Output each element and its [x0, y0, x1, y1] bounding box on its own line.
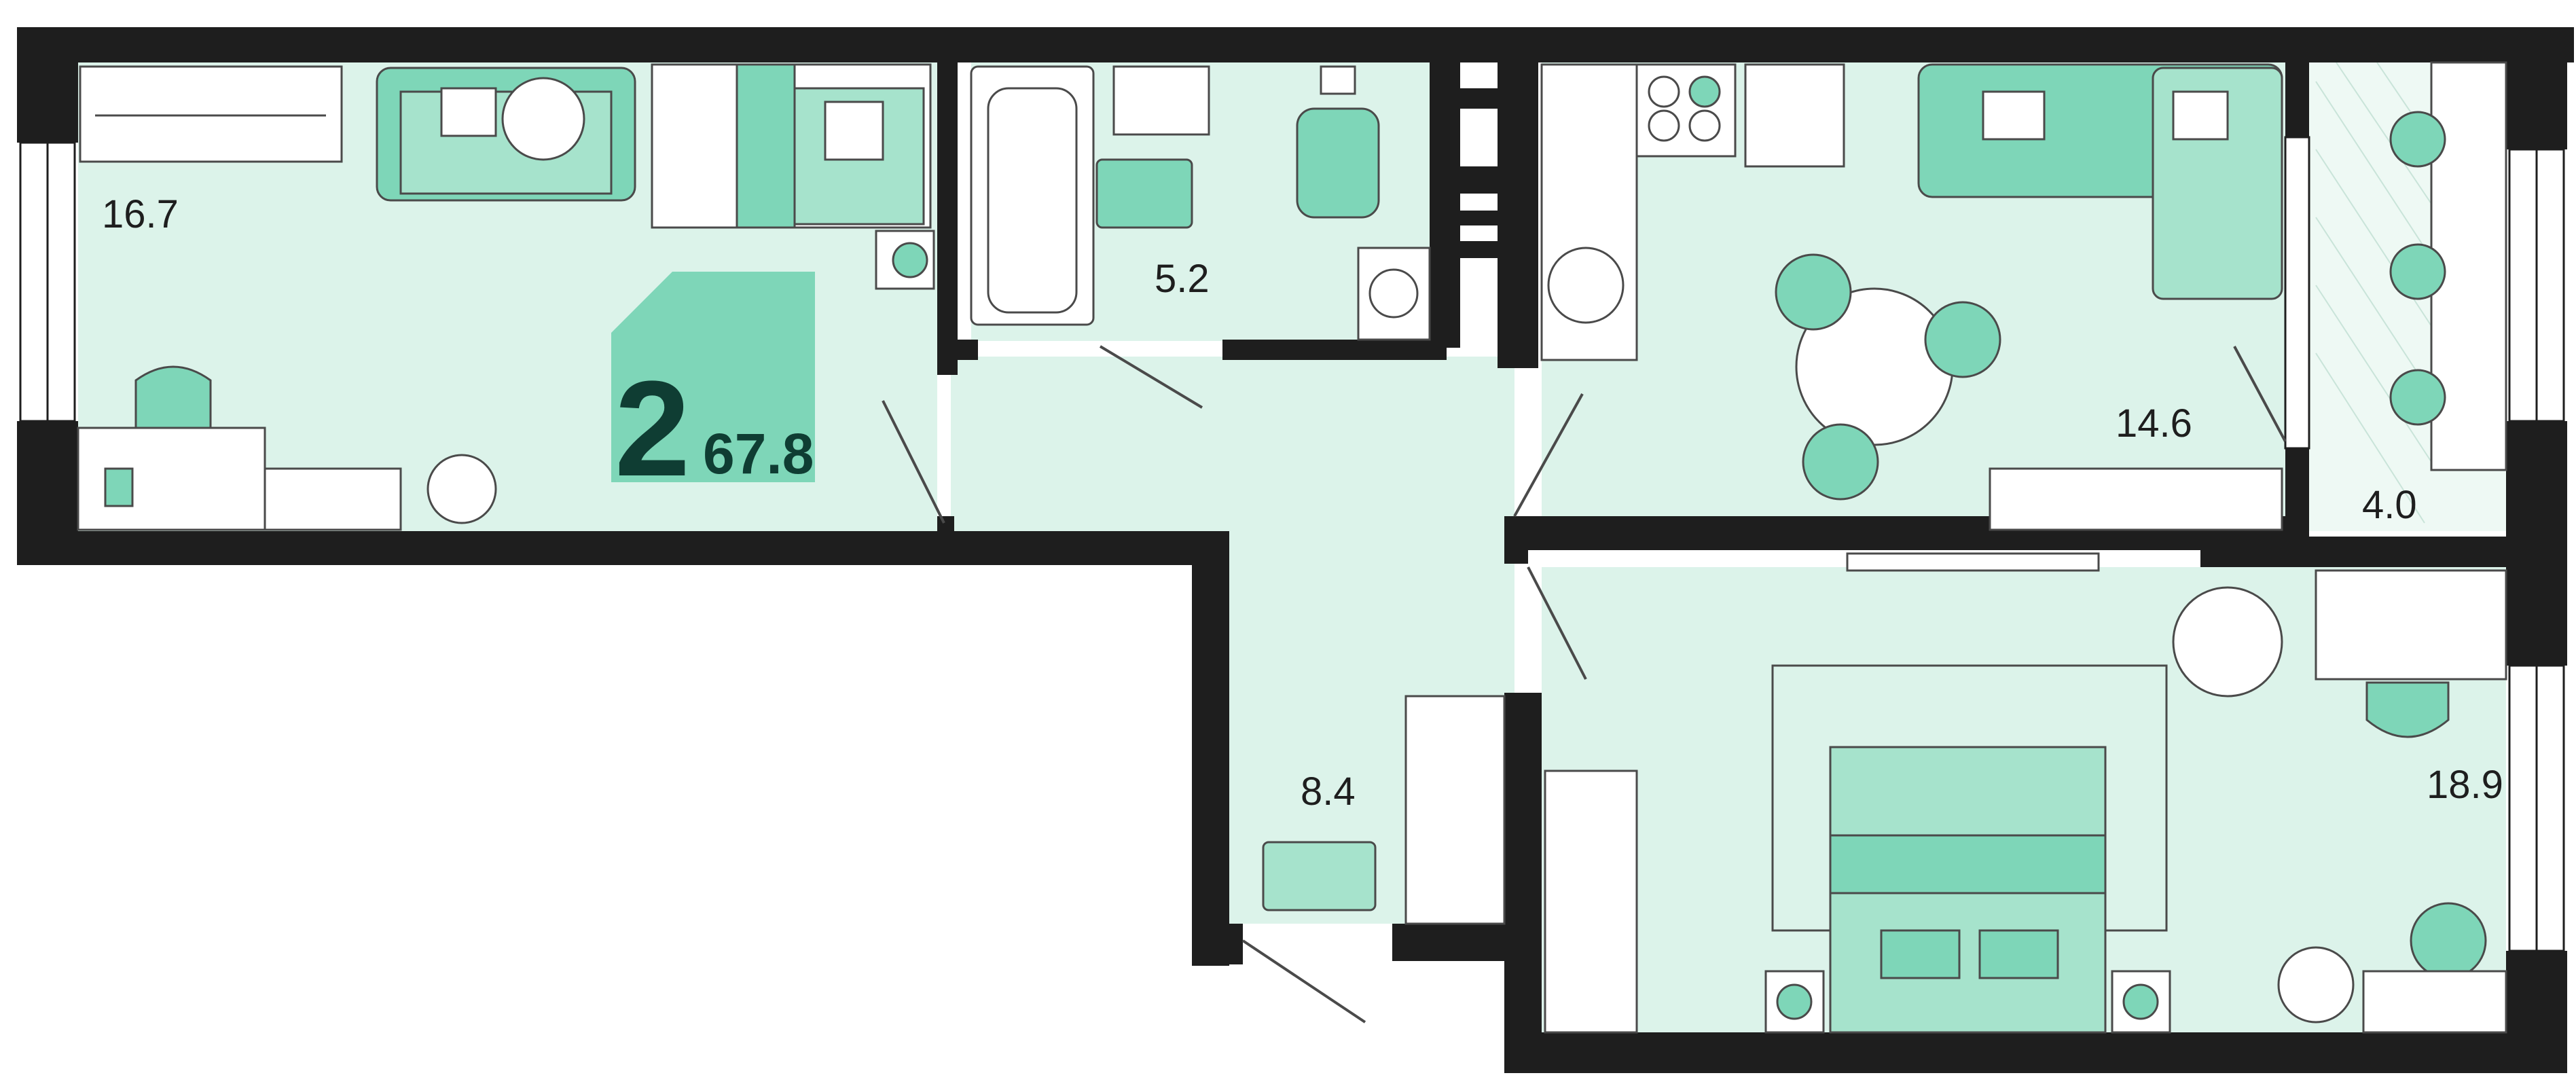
plant-icon-3 [2277, 946, 2355, 1024]
plant-icon-4 [2172, 586, 2283, 698]
wall-hall-bottom-right [1392, 924, 1514, 961]
wall-hall-bottom-left [1192, 924, 1243, 964]
shaft-slot-4 [1460, 241, 1498, 258]
stove [1635, 63, 1737, 158]
floor-hall [951, 357, 1514, 537]
bathroom-furniture [970, 65, 1431, 341]
apartment-badge: 2 67.8 [611, 272, 815, 505]
round-table [2410, 902, 2487, 979]
area-hall: 8.4 [1301, 770, 1356, 814]
shaft-slot-3 [1460, 211, 1498, 225]
door-mat [1262, 841, 1377, 911]
doors [882, 345, 2287, 1024]
rooms-count: 2 [615, 353, 690, 505]
badge-shape [611, 272, 815, 482]
wall-bedroom-large-left [1504, 693, 1542, 1073]
wall-left-upper [17, 27, 78, 143]
windows [19, 136, 2565, 952]
wall-bathroom-left [937, 62, 958, 375]
wall-top-right-notch [2506, 27, 2574, 62]
shaft-slot-1 [1460, 88, 1498, 109]
wall-hall-left [1192, 531, 1229, 966]
hall-floor-strip [1229, 913, 1396, 924]
wall-bedroom-small-door-jamb [937, 516, 954, 533]
wall-kitchen-door-jamb [1504, 516, 1528, 564]
door-entrance [1241, 939, 1366, 1024]
area-balcony: 4.0 [2362, 483, 2417, 527]
hall-furniture [1229, 695, 1506, 925]
area-bathroom: 5.2 [1155, 257, 1210, 301]
kitchen-furniture [1540, 61, 2507, 531]
desk-chair [134, 365, 212, 429]
pillow [440, 87, 497, 137]
door-balcony [2233, 346, 2287, 442]
area-kitchen-living: 14.6 [2116, 401, 2192, 446]
plant-icon-2 [427, 454, 497, 524]
ac-unit [1846, 552, 2100, 572]
wall-bathroom-bottom-left [937, 340, 978, 360]
bedroom-small-furniture [77, 63, 935, 531]
wall-shaft-left [1447, 62, 1460, 348]
desk-right [2315, 569, 2507, 681]
door-bedroom-large [1527, 566, 1587, 680]
bath-mat [1095, 158, 1193, 229]
wall-bathroom-right [1430, 62, 1447, 360]
toilet [1296, 107, 1380, 219]
shaft-slot-2 [1460, 166, 1498, 194]
desk-chair-right [2365, 681, 2450, 738]
wardrobe-large [1544, 770, 1638, 1034]
chair-1 [1775, 253, 1852, 331]
plant-icon [501, 77, 585, 161]
wall-balcony-left-lower [2285, 448, 2309, 550]
wall-top [17, 27, 2513, 62]
vanity [2362, 970, 2507, 1034]
hall-wardrobe [1404, 695, 1506, 925]
bedroom-large-furniture [1544, 552, 2507, 1034]
door-kitchen [1513, 393, 1584, 517]
wall-bedroom-top [2200, 537, 2513, 567]
wall-bedroom-small-bottom [17, 531, 1226, 565]
fridge [1744, 63, 1845, 168]
area-bedroom-small: 16.7 [102, 192, 179, 236]
tv-stand [1989, 467, 2283, 531]
door-bathroom [1099, 345, 1203, 409]
wall-bathroom-bottom-right [1222, 340, 1447, 360]
sink [1112, 65, 1210, 136]
wall-bottom [1504, 1032, 2513, 1073]
wall-balcony-left-upper [2285, 62, 2309, 137]
chair-3 [1802, 423, 1879, 501]
chair-2 [1924, 301, 2001, 378]
window-balcony-door [2284, 136, 2310, 450]
wardrobe-top-left [79, 65, 343, 163]
room-labels: 16.7 5.2 14.6 4.0 8.4 18.9 [102, 192, 2503, 814]
wall-right-mid [2506, 421, 2567, 666]
total-area: 67.8 [703, 422, 814, 486]
bookshelf [264, 467, 402, 531]
sink-round [1547, 247, 1625, 324]
door-bedroom-small [882, 400, 945, 524]
wall-right-lower [2506, 951, 2567, 1073]
area-bedroom-large: 18.9 [2427, 763, 2503, 807]
wall-shaft-right [1498, 62, 1538, 368]
